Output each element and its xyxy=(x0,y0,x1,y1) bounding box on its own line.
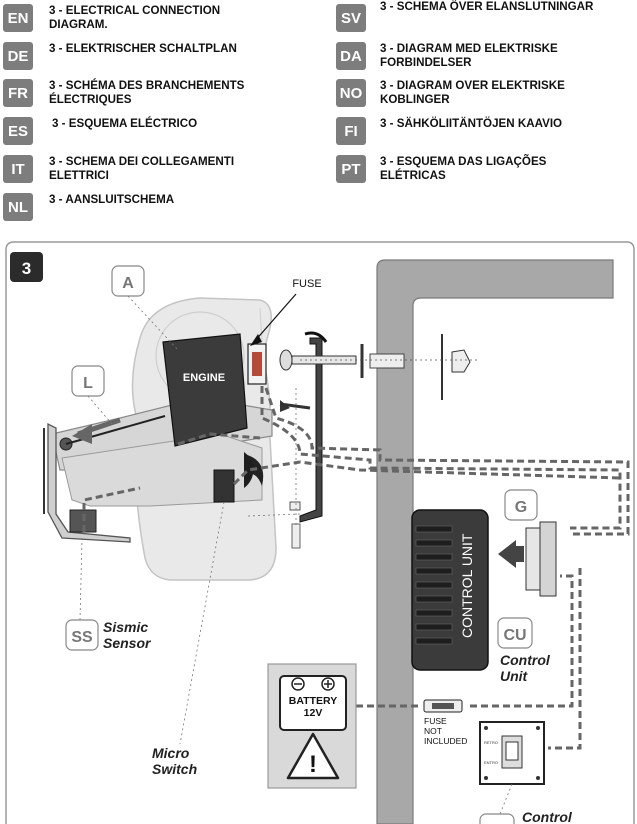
mounting-bracket xyxy=(247,331,480,549)
lang-no: NO 3 - DIAGRAM OVER ELEKTRISKE KOBLINGER xyxy=(336,79,620,107)
lang-title-sv: 3 - SCHEMA ÖVER ELANSLUTNINGAR xyxy=(380,0,594,13)
lang-it: IT 3 - SCHEMA DEI COLLEGAMENTI ELETTRICI xyxy=(3,155,289,183)
label-micro-switch: Micro Switch xyxy=(152,501,225,777)
lang-title-pt: 3 - ESQUEMA DAS LIGAÇÕES ELÉTRICAS xyxy=(380,155,547,182)
control-panel: RETRO ENTRO C Control xyxy=(479,721,573,824)
lang-badge-fr: FR xyxy=(3,79,33,107)
label-g-text: G xyxy=(515,499,527,516)
fuse-note-2: NOT xyxy=(424,726,442,736)
lang-title-it: 3 - SCHEMA DEI COLLEGAMENTI ELETTRICI xyxy=(49,155,235,182)
inline-fuse: FUSE NOT INCLUDED xyxy=(423,699,467,746)
step-number: 3 xyxy=(22,259,31,278)
lang-pt: PT 3 - ESQUEMA DAS LIGAÇÕES ELÉTRICAS xyxy=(336,155,620,183)
lang-title-no: 3 - DIAGRAM OVER ELEKTRISKE KOBLINGER xyxy=(380,79,565,106)
lang-de: DE 3 - ELEKTRISCHER SCHALTPLAN xyxy=(3,42,289,70)
label-ss-text: SS xyxy=(71,629,93,646)
lang-fi: FI 3 - SÄHKÖLIITÄNTÖJEN KAAVIO xyxy=(336,117,620,145)
label-a-text: A xyxy=(122,275,134,292)
fuse-note-3: INCLUDED xyxy=(424,736,467,746)
control-unit: CONTROL UNIT xyxy=(411,509,524,671)
panel-text-bottom: ENTRO xyxy=(484,760,498,765)
engine-text: ENGINE xyxy=(183,372,225,384)
ss-caption-2: Sensor xyxy=(103,635,152,651)
cu-caption-1: Control xyxy=(500,652,551,668)
battery-text-2: 12V xyxy=(304,707,323,719)
lang-badge-en: EN xyxy=(3,4,33,32)
fuse-label: FUSE xyxy=(292,278,321,290)
engine-block: ENGINE xyxy=(162,333,248,447)
battery: BATTERY 12V ! xyxy=(267,663,357,789)
lang-da: DA 3 - DIAGRAM MED ELEKTRISKE FORBINDELS… xyxy=(336,42,620,70)
label-ss: SS Sismic Sensor xyxy=(65,537,152,651)
lang-badge-fi: FI xyxy=(336,117,366,145)
battery-text-1: BATTERY xyxy=(289,695,337,707)
label-a: A xyxy=(111,265,179,351)
lang-nl: NL 3 - AANSLUITSCHEMA xyxy=(3,193,289,221)
lang-badge-no: NO xyxy=(336,79,366,107)
lang-sv: SV 3 - SCHEMA ÖVER ELANSLUTNINGAR xyxy=(336,0,620,32)
lang-title-da: 3 - DIAGRAM MED ELEKTRISKE FORBINDELSER xyxy=(380,42,558,69)
label-cu: CU Control Unit xyxy=(497,617,551,684)
micro-caption-2: Switch xyxy=(152,761,197,777)
label-cu-text: CU xyxy=(503,627,526,644)
lang-badge-nl: NL xyxy=(3,193,33,221)
wiring-diagram: 3 ENGINE FUSE xyxy=(5,241,635,824)
hull-wall xyxy=(376,259,614,824)
label-l: L xyxy=(71,365,113,425)
lang-en: EN 3 - ELECTRICAL CONNECTION DIAGRAM. xyxy=(3,4,289,32)
lang-fr: FR 3 - SCHÉMA DES BRANCHEMENTS ÉLECTRIQU… xyxy=(3,79,289,107)
label-l-text: L xyxy=(83,375,93,392)
lang-badge-es: ES xyxy=(3,117,33,145)
lang-badge-it: IT xyxy=(3,155,33,183)
control-unit-text: CONTROL UNIT xyxy=(459,533,475,638)
micro-caption-1: Micro xyxy=(152,745,190,761)
lang-es: ES 3 - ESQUEMA ELÉCTRICO xyxy=(3,117,292,145)
lang-badge-sv: SV xyxy=(336,4,366,32)
label-g: G xyxy=(504,489,557,597)
lang-badge-da: DA xyxy=(336,42,366,70)
lang-title-de: 3 - ELEKTRISCHER SCHALTPLAN xyxy=(49,42,237,55)
lang-title-nl: 3 - AANSLUITSCHEMA xyxy=(49,193,175,206)
fuse-holder: FUSE xyxy=(247,278,322,385)
lang-title-en: 3 - ELECTRICAL CONNECTION DIAGRAM. xyxy=(49,4,221,31)
lang-badge-de: DE xyxy=(3,42,33,70)
warning-icon xyxy=(286,732,340,780)
wiring-harness xyxy=(82,386,630,750)
fuse-note-1: FUSE xyxy=(424,716,447,726)
step-badge: 3 xyxy=(10,252,43,282)
lang-title-fr: 3 - SCHÉMA DES BRANCHEMENTS ÉLECTRIQUES xyxy=(49,79,245,106)
panel-text-top: RETRO xyxy=(484,740,498,745)
lang-title-es: 3 - ESQUEMA ELÉCTRICO xyxy=(52,117,198,130)
lang-title-fi: 3 - SÄHKÖLIITÄNTÖJEN KAAVIO xyxy=(380,117,563,130)
lang-badge-pt: PT xyxy=(336,155,366,183)
ss-caption-1: Sismic xyxy=(103,619,148,635)
warning-mark: ! xyxy=(309,751,317,778)
control-caption: Control xyxy=(522,809,573,824)
cu-caption-2: Unit xyxy=(500,668,529,684)
diagram-frame xyxy=(5,241,635,824)
